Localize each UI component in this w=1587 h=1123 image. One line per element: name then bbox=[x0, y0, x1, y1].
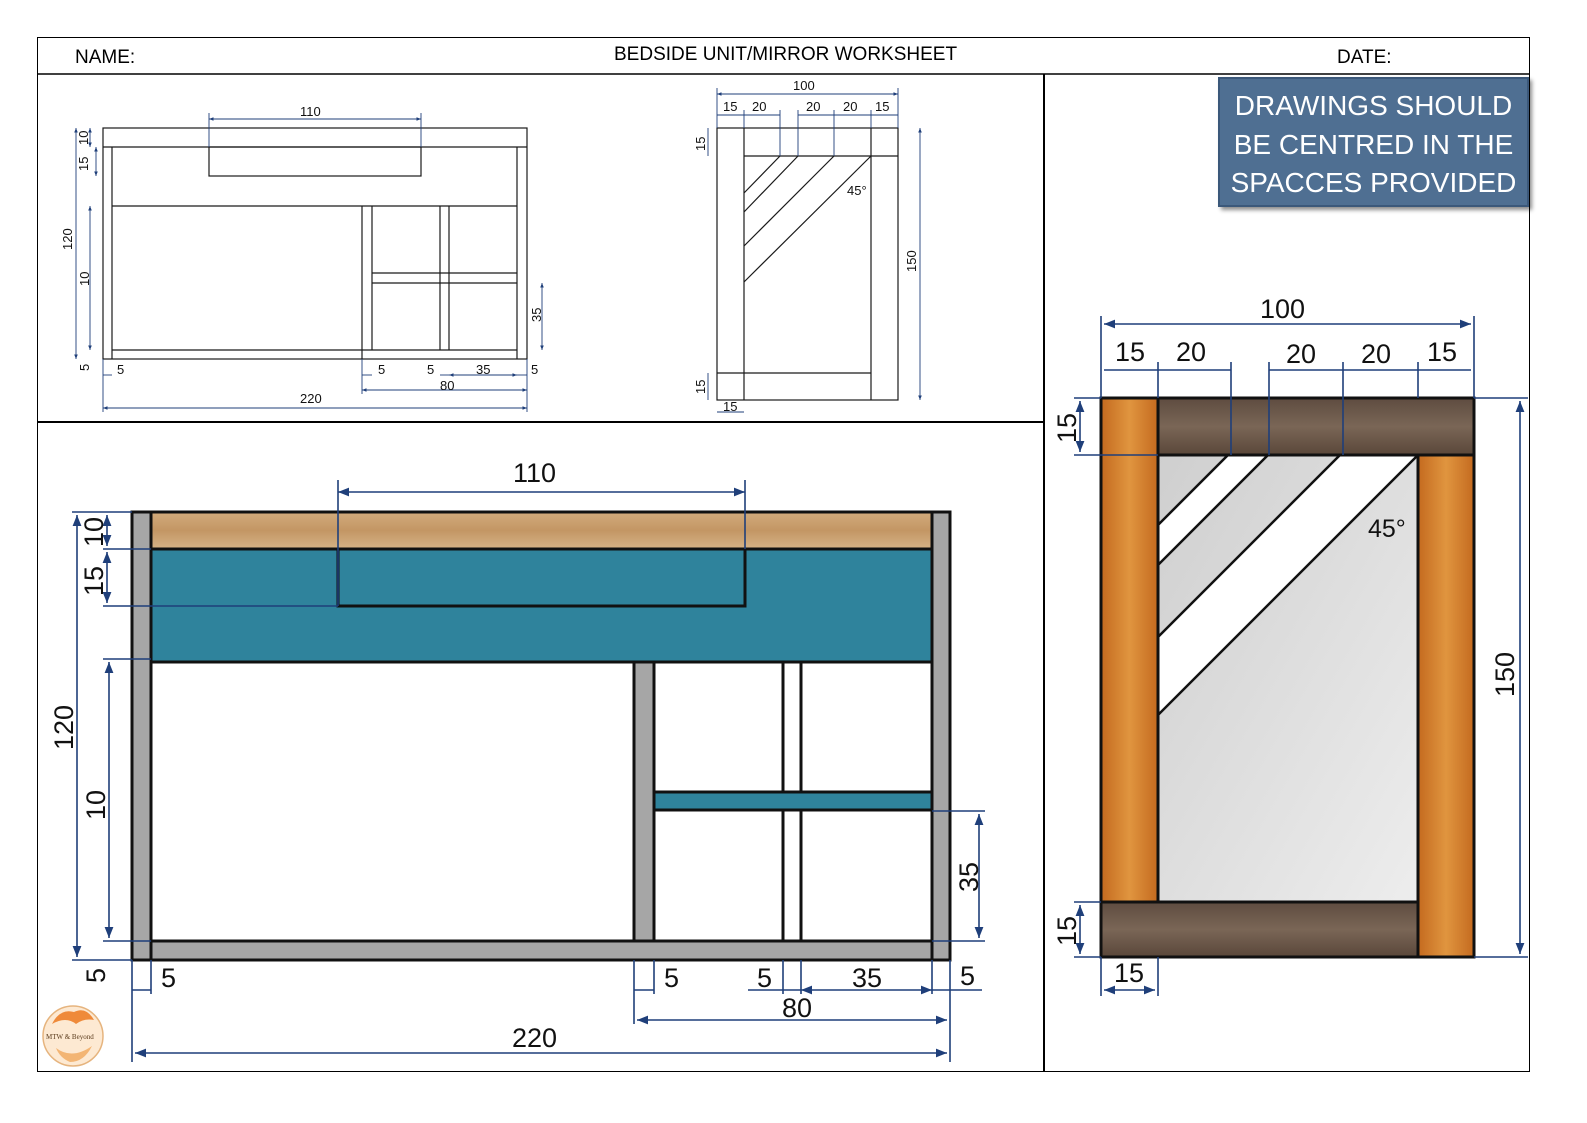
l-label-15: 15 bbox=[79, 566, 109, 596]
small-mirror-dimensions bbox=[707, 88, 922, 413]
sm-stile: 15 bbox=[723, 399, 737, 414]
s-label-15: 15 bbox=[76, 157, 91, 171]
bottom-rail bbox=[1099, 900, 1420, 959]
lm-rail-top: 15 bbox=[1052, 413, 1082, 443]
sm-seg-1: 15 bbox=[723, 99, 737, 114]
s-label-5-end: 5 bbox=[531, 362, 538, 377]
worksheet-frame bbox=[37, 37, 1530, 1072]
l-label-10b: 10 bbox=[81, 790, 111, 820]
lm-stile: 15 bbox=[1114, 958, 1144, 988]
l-label-120: 120 bbox=[49, 705, 79, 750]
l-label-5-div2: 5 bbox=[757, 963, 772, 993]
small-unit-outline bbox=[102, 127, 528, 360]
l-label-5-end: 5 bbox=[960, 961, 975, 991]
l-label-110: 110 bbox=[513, 458, 556, 488]
s-label-35: 35 bbox=[476, 362, 490, 377]
sm-seg-4: 20 bbox=[843, 99, 857, 114]
lm-seg-3: 20 bbox=[1286, 339, 1316, 369]
note-line-2: BE CENTRED IN THE bbox=[1233, 128, 1514, 160]
large-mirror-labels: 100 15 20 20 20 15 15 45° 150 15 15 bbox=[1052, 294, 1520, 988]
large-unit-dimensions bbox=[72, 480, 985, 1062]
s-label-5-div2: 5 bbox=[427, 362, 434, 377]
s-label-10: 10 bbox=[76, 131, 91, 145]
small-unit-dimensions bbox=[74, 113, 544, 412]
large-unit-drawing bbox=[130, 510, 952, 962]
s-label-5-base: 5 bbox=[77, 364, 92, 371]
sm-rail-top: 15 bbox=[693, 137, 708, 151]
l-label-220: 220 bbox=[512, 1023, 557, 1053]
small-mirror-drawing bbox=[716, 127, 899, 401]
sm-rail-bottom: 15 bbox=[693, 380, 708, 394]
lm-seg-2: 20 bbox=[1176, 337, 1206, 367]
l-label-5-side: 5 bbox=[161, 963, 176, 993]
lm-height: 150 bbox=[1490, 652, 1520, 697]
s-label-5-div: 5 bbox=[378, 362, 385, 377]
name-label: NAME: bbox=[75, 47, 136, 68]
s-label-220: 220 bbox=[300, 391, 322, 406]
l-label-5-div: 5 bbox=[664, 963, 679, 993]
s-label-5-side: 5 bbox=[117, 362, 124, 377]
s-label-35v: 35 bbox=[529, 308, 544, 322]
left-stile bbox=[1099, 396, 1160, 904]
sm-height: 150 bbox=[904, 250, 919, 272]
sm-seg-3: 20 bbox=[806, 99, 820, 114]
instruction-note: DRAWINGS SHOULD BE CENTRED IN THE SPACCE… bbox=[1218, 77, 1529, 207]
logo-text: MTW & Beyond bbox=[46, 1033, 94, 1041]
mtw-logo: MTW & Beyond bbox=[42, 1005, 104, 1067]
lm-seg-5: 15 bbox=[1427, 337, 1457, 367]
s-label-80: 80 bbox=[440, 378, 454, 393]
large-unit-labels: 110 10 15 120 10 35 5 5 5 5 35 5 80 220 bbox=[49, 458, 984, 1053]
large-mirror-drawing bbox=[1099, 396, 1476, 959]
sm-seg-2: 20 bbox=[752, 99, 766, 114]
top-rail bbox=[1156, 396, 1476, 457]
lm-label-100: 100 bbox=[1260, 294, 1305, 324]
small-unit-labels: 110 10 15 120 10 35 5 5 5 5 35 5 80 220 bbox=[60, 104, 544, 406]
lm-rail-bottom: 15 bbox=[1052, 916, 1082, 946]
s-label-110: 110 bbox=[300, 104, 321, 119]
sm-angle: 45° bbox=[847, 183, 867, 198]
oak-top bbox=[149, 510, 934, 551]
shelf bbox=[652, 790, 934, 812]
small-unit-drawing bbox=[102, 127, 528, 360]
large-mirror-dimensions bbox=[1074, 316, 1528, 996]
small-mirror-labels: 100 15 20 20 20 15 15 45° 150 15 15 bbox=[693, 78, 919, 414]
l-label-5-base: 5 bbox=[81, 968, 111, 983]
l-label-35: 35 bbox=[852, 963, 882, 993]
base-panel bbox=[149, 939, 934, 962]
sm-seg-5: 15 bbox=[875, 99, 889, 114]
lm-angle: 45° bbox=[1368, 515, 1406, 543]
sm-label-100: 100 bbox=[793, 78, 815, 93]
right-stile bbox=[1416, 453, 1476, 959]
note-line-3: SPACCES PROVIDED bbox=[1230, 167, 1517, 198]
s-label-120: 120 bbox=[60, 228, 75, 250]
l-label-10: 10 bbox=[79, 517, 109, 547]
lm-seg-4: 20 bbox=[1361, 339, 1391, 369]
l-label-35v: 35 bbox=[954, 862, 984, 892]
l-label-80: 80 bbox=[782, 993, 812, 1023]
note-line-1: DRAWINGS SHOULD bbox=[1234, 90, 1513, 121]
date-label: DATE: bbox=[1337, 47, 1392, 68]
worksheet-title: BEDSIDE UNIT/MIRROR WORKSHEET bbox=[614, 44, 958, 65]
lm-seg-1: 15 bbox=[1115, 337, 1145, 367]
s-label-10b: 10 bbox=[77, 272, 92, 286]
